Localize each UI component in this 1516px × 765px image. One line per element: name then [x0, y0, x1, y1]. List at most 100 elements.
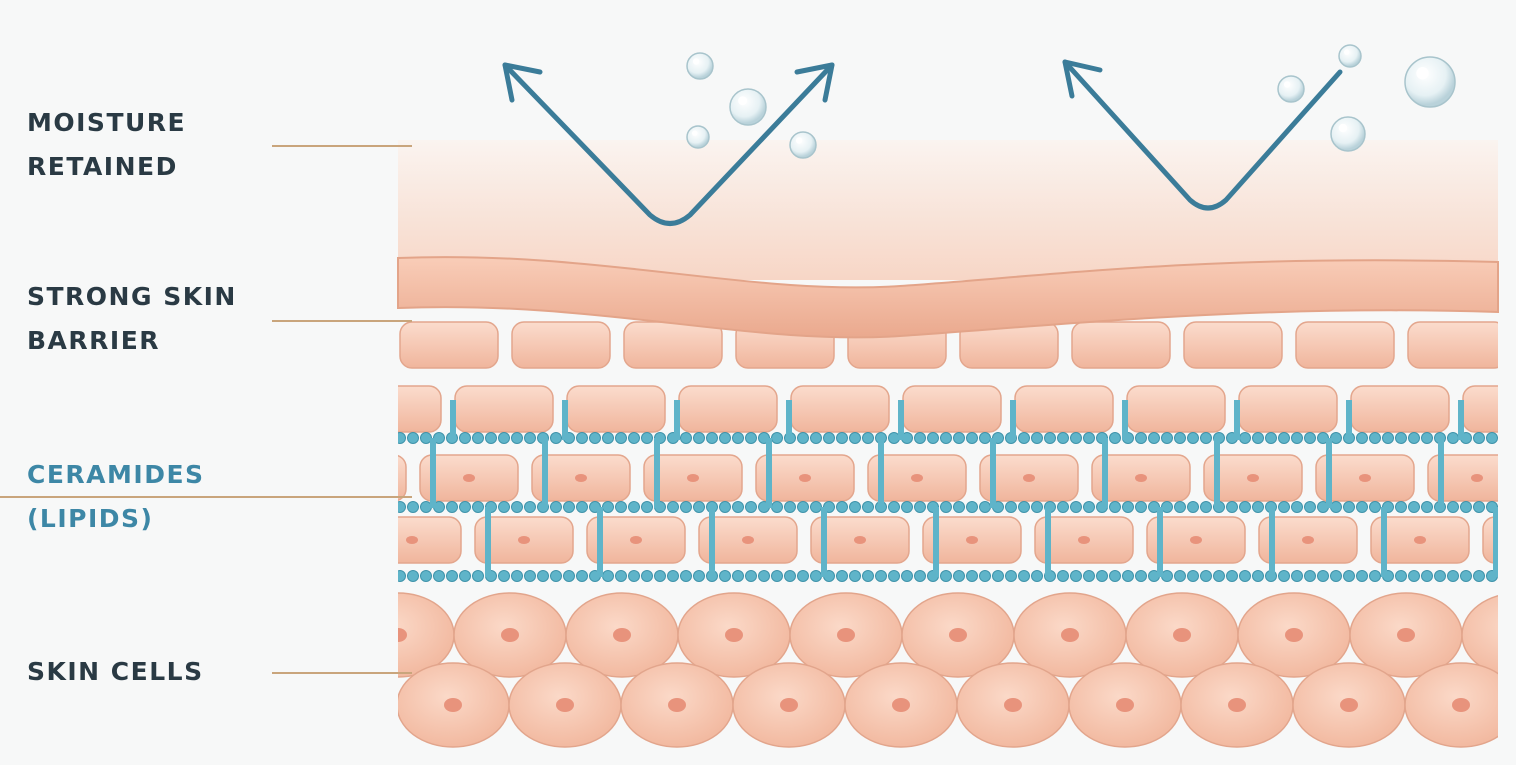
lipid-bead — [1175, 433, 1186, 444]
lipid-bead — [1162, 571, 1173, 582]
lipid-bead — [785, 502, 796, 513]
cell-nucleus — [949, 628, 967, 642]
skin-cells-leader-line — [272, 672, 412, 674]
water-droplet — [730, 89, 766, 125]
skin-cells-label-line1: SKIN CELLS — [27, 650, 204, 694]
corneocyte-cell — [1127, 386, 1225, 432]
lipid-chain — [450, 400, 456, 440]
lipid-chain — [878, 438, 884, 508]
cell-nucleus — [799, 474, 811, 482]
skin-cell-layer — [342, 593, 1516, 747]
lipid-bead — [1435, 571, 1446, 582]
lipid-chain — [430, 438, 436, 508]
lipid-bead — [837, 502, 848, 513]
lipid-bead — [1344, 571, 1355, 582]
lipid-chain — [1493, 507, 1499, 577]
corneocyte-cell — [1072, 322, 1170, 368]
lipid-bead — [512, 502, 523, 513]
lipid-bead — [902, 502, 913, 513]
droplet-highlight — [796, 137, 803, 144]
lipid-bead — [1409, 571, 1420, 582]
cell-nucleus — [444, 698, 462, 712]
lipid-bead — [1214, 571, 1225, 582]
lipid-bead — [564, 502, 575, 513]
lipid-bead — [837, 571, 848, 582]
lipid-bead — [486, 433, 497, 444]
barrier-label-line2: BARRIER — [27, 319, 237, 363]
lipid-bead — [1253, 502, 1264, 513]
lipid-bead — [1396, 571, 1407, 582]
lipid-bead — [1305, 502, 1316, 513]
lipid-chain — [821, 507, 827, 577]
lipid-bead — [1448, 571, 1459, 582]
lipid-chain — [1438, 438, 1444, 508]
lipid-bead — [694, 433, 705, 444]
lipid-bead — [980, 571, 991, 582]
corneocyte-cell — [1483, 517, 1516, 563]
lipid-bead — [460, 433, 471, 444]
lipid-bead — [421, 571, 432, 582]
lipid-bead — [1331, 433, 1342, 444]
corneocyte-cell — [679, 386, 777, 432]
lipid-bead — [1396, 433, 1407, 444]
lipid-bead — [525, 571, 536, 582]
lipid-bead — [1461, 502, 1472, 513]
lipid-bead — [1409, 502, 1420, 513]
lipid-bead — [629, 433, 640, 444]
lipid-bead — [967, 502, 978, 513]
lipid-bead — [811, 571, 822, 582]
lipid-bead — [1084, 433, 1095, 444]
cell-nucleus — [501, 628, 519, 642]
lipid-bead — [850, 502, 861, 513]
lipid-chain — [1381, 507, 1387, 577]
lipid-bead — [889, 433, 900, 444]
cell-nucleus — [1452, 698, 1470, 712]
lipid-bead — [1240, 433, 1251, 444]
lipid-chain — [786, 400, 792, 440]
cell-nucleus — [518, 536, 530, 544]
lipid-bead — [434, 571, 445, 582]
water-droplet — [1339, 45, 1361, 67]
lipid-bead — [928, 433, 939, 444]
lipid-bead — [1240, 571, 1251, 582]
lipid-bead — [1188, 571, 1199, 582]
lipid-bead — [460, 571, 471, 582]
lipid-chain — [933, 507, 939, 577]
ceramides-label-line2: (LIPIDS) — [27, 497, 205, 541]
lipid-bead — [1071, 433, 1082, 444]
cell-nucleus — [1340, 698, 1358, 712]
lipid-bead — [1175, 502, 1186, 513]
lipid-bead — [473, 571, 484, 582]
lipid-bead — [1136, 433, 1147, 444]
cell-nucleus — [1285, 628, 1303, 642]
lipid-bead — [876, 571, 887, 582]
water-droplet — [1278, 76, 1304, 102]
cell-nucleus — [406, 536, 418, 544]
lipid-chain — [1326, 438, 1332, 508]
cell-nucleus — [911, 474, 923, 482]
cell-nucleus — [613, 628, 631, 642]
lipid-bead — [863, 571, 874, 582]
corneocyte-cell — [1463, 386, 1516, 432]
corneocyte-cell — [400, 322, 498, 368]
moisture-label-line2: RETAINED — [27, 145, 186, 189]
lipid-bead — [1305, 433, 1316, 444]
lipid-bead — [499, 433, 510, 444]
lipid-bead — [1370, 433, 1381, 444]
lipid-bead — [642, 502, 653, 513]
lipid-bead — [512, 433, 523, 444]
lipid-bead — [512, 571, 523, 582]
lipid-bead — [1474, 433, 1485, 444]
lipid-bead — [1357, 502, 1368, 513]
lipid-chain — [1122, 400, 1128, 440]
water-droplet — [1405, 57, 1455, 107]
ceramides-leader-line — [0, 496, 412, 498]
lipid-bead — [1357, 433, 1368, 444]
cell-nucleus — [1397, 628, 1415, 642]
lipid-bead — [746, 571, 757, 582]
lipid-bead — [603, 571, 614, 582]
lipid-bead — [954, 571, 965, 582]
lipid-bead — [720, 502, 731, 513]
lipid-bead — [473, 433, 484, 444]
lipid-bead — [1032, 433, 1043, 444]
